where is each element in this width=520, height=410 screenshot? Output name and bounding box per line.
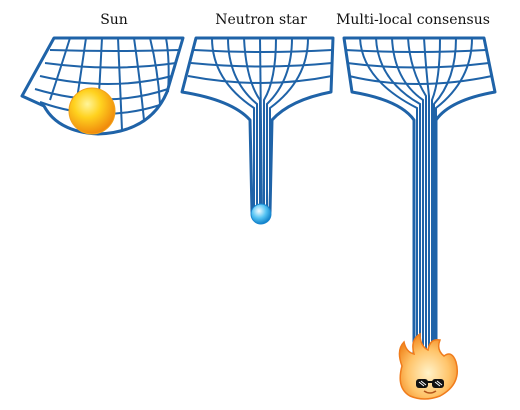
neutron-well-mesh bbox=[187, 37, 333, 213]
label-sun: Sun bbox=[100, 12, 128, 28]
sunglasses-icon bbox=[416, 379, 444, 388]
label-multi-local-consensus: Multi-local consensus bbox=[336, 12, 490, 28]
label-neutron-star: Neutron star bbox=[215, 12, 307, 28]
multi-local-well-mesh bbox=[344, 37, 493, 372]
sun-sphere bbox=[68, 87, 116, 135]
flame-mascot bbox=[398, 332, 458, 400]
neutron-star-sphere bbox=[250, 203, 272, 225]
sun-well-grid bbox=[20, 36, 185, 136]
